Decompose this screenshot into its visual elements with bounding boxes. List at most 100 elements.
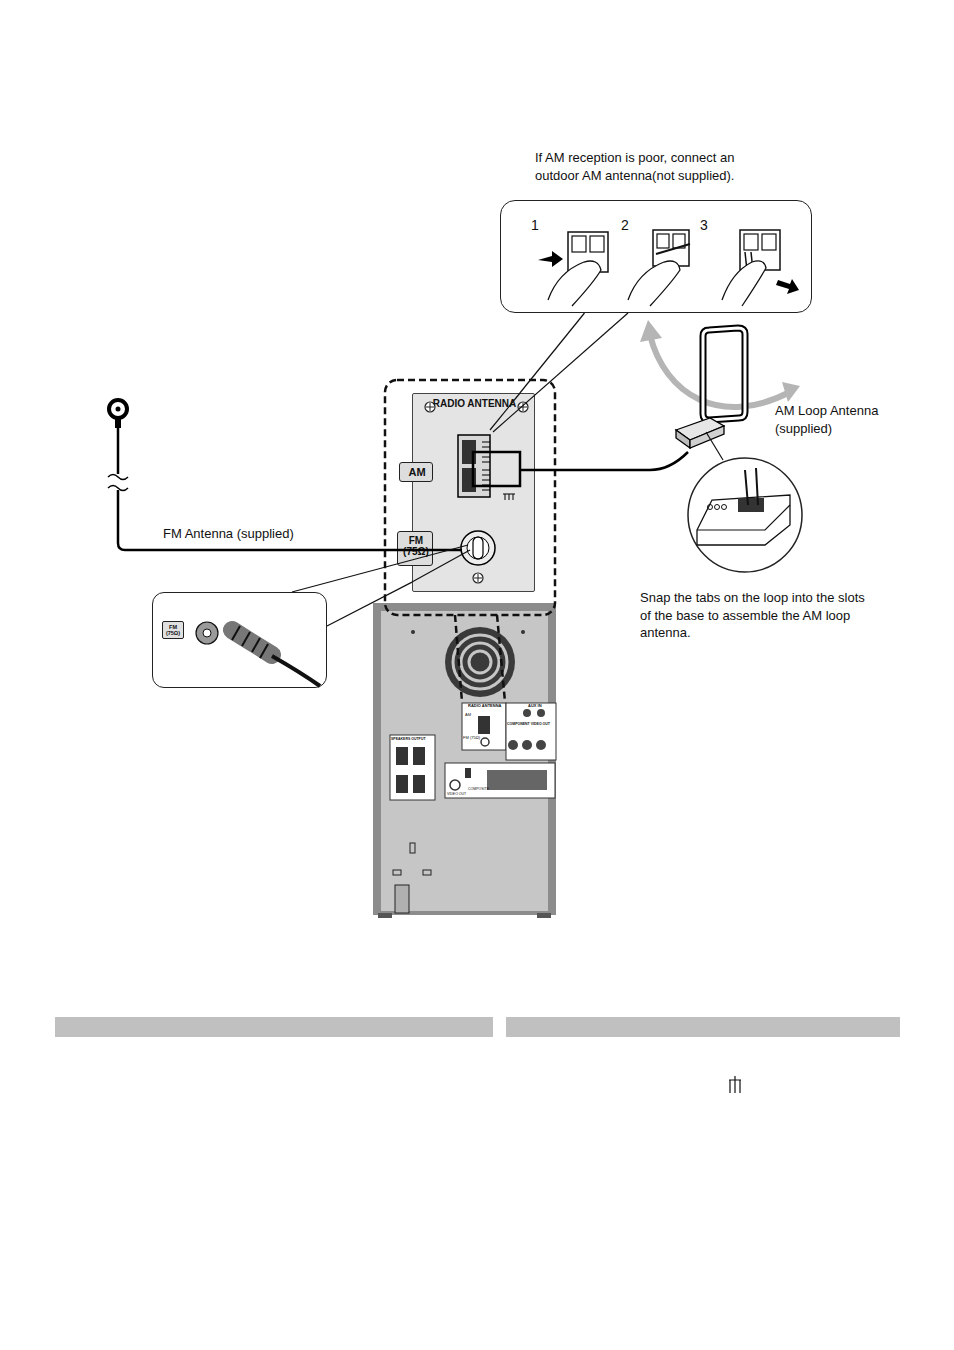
terminal-tag: FM (75Ω) — [397, 531, 433, 566]
finger-sketch — [548, 261, 601, 306]
circle-outline — [687, 457, 803, 573]
screw — [425, 402, 435, 412]
screw-slot — [426, 403, 434, 411]
antenna-eyelet-hole — [116, 407, 121, 412]
leader-line — [292, 545, 468, 592]
section-bar — [55, 1017, 493, 1037]
base-dot — [715, 505, 720, 510]
rotate-arrow-head — [640, 320, 662, 342]
unit-foot — [537, 913, 551, 918]
unit-foot — [378, 913, 392, 918]
fm-antenna-wire — [118, 420, 462, 550]
am-wire-loop — [473, 452, 520, 486]
plug-rings — [232, 626, 268, 658]
mini-speaker-panel — [390, 735, 435, 800]
mini-av-panel — [506, 703, 556, 760]
detail-circle: Snap the tabs on the loop into the slots… — [687, 457, 803, 573]
mini-rca — [537, 709, 545, 717]
leader-line — [490, 393, 520, 430]
wire-sketch — [745, 252, 754, 280]
unit-slot — [410, 843, 415, 853]
fm-jack-inner — [467, 537, 489, 559]
mini-rca — [536, 740, 546, 750]
terminal-sketch — [740, 230, 780, 270]
caption: Snap the tabs on the loop into the slots… — [640, 589, 875, 642]
zoom-outline — [385, 380, 555, 615]
panel-heading: RADIO ANTENNA — [413, 398, 536, 410]
callout-box: If AM reception is poor, connect an outd… — [500, 200, 812, 313]
terminal-clip — [462, 468, 476, 492]
unit-slot — [393, 870, 401, 875]
inset-box: FM (75Ω) — [152, 592, 327, 688]
mini-jack — [481, 738, 489, 746]
part-name: AM Loop Antenna (supplied) — [775, 402, 900, 437]
cable-sketch — [272, 656, 320, 686]
section-bar — [506, 1017, 900, 1037]
mini-switch — [465, 768, 471, 778]
screw-slot — [474, 574, 482, 582]
fan-grille — [469, 651, 491, 673]
panel-label: RADIO ANTENNA — [468, 704, 501, 709]
rotate-arrow-head — [782, 382, 800, 402]
jack-sketch — [203, 629, 211, 637]
terminal-label: FM (75Ω) — [398, 535, 434, 557]
ground-symbol — [503, 494, 515, 500]
panel-label: AM — [465, 713, 471, 718]
leader-line — [327, 582, 412, 626]
base-dot — [708, 505, 713, 510]
rotate-arrow — [650, 335, 790, 407]
terminal-sketch — [762, 234, 776, 250]
mini-antenna-panel — [462, 703, 506, 750]
mini-video-panel — [445, 763, 555, 798]
loop-tab — [745, 468, 758, 505]
base-sketch — [697, 495, 790, 545]
jack-sketch — [196, 622, 218, 644]
screw — [518, 402, 528, 412]
screw — [411, 630, 415, 634]
antenna-tab — [115, 414, 121, 428]
antenna-eyelet — [109, 400, 127, 418]
unit-slot — [423, 870, 431, 875]
leader-line — [412, 550, 470, 582]
terminal-sketch — [744, 234, 758, 250]
fm-jack-pin — [473, 537, 483, 559]
loop-base — [690, 426, 724, 448]
mini-rca — [522, 740, 532, 750]
fm-jack — [461, 531, 495, 565]
step-number: 2 — [621, 217, 629, 234]
panel-label: AUX IN — [528, 704, 542, 709]
step-number: 1 — [531, 217, 539, 234]
fan-grille — [453, 635, 507, 689]
plug-sketch — [232, 630, 272, 655]
mini-video-jack — [450, 780, 460, 790]
loop-antenna — [703, 328, 745, 420]
connector-layer — [327, 313, 585, 626]
cooling-fan — [445, 627, 515, 697]
finger-sketch — [722, 261, 766, 306]
terminal-sketch — [568, 232, 608, 272]
panel-label: COMPOSITE — [468, 787, 489, 791]
terminal-ridges — [482, 442, 490, 490]
leader-line — [493, 313, 628, 432]
loop-base — [676, 430, 690, 448]
callout-heading: If AM reception is poor, connect an outd… — [535, 149, 780, 184]
am-terminal-block — [458, 435, 490, 497]
screw-slot — [519, 403, 527, 411]
zoom-outline — [455, 615, 505, 702]
leader-line — [520, 313, 585, 393]
loop-antenna — [703, 328, 745, 420]
terminal-label: AM — [400, 466, 434, 479]
antenna-panel: RADIO ANTENNAAMFM (75Ω) — [412, 393, 535, 592]
terminal-sketch — [657, 234, 669, 248]
panel-label: SPEAKERS OUTPUT — [391, 737, 426, 741]
push-arrow — [538, 251, 563, 267]
circle-outline — [688, 458, 802, 572]
mini-scart — [487, 770, 547, 790]
loop-base — [676, 418, 724, 440]
panel-label: FM (75Ω) — [463, 736, 480, 741]
jack-label: FM (75Ω) — [162, 621, 184, 639]
tab-slot — [738, 498, 764, 512]
